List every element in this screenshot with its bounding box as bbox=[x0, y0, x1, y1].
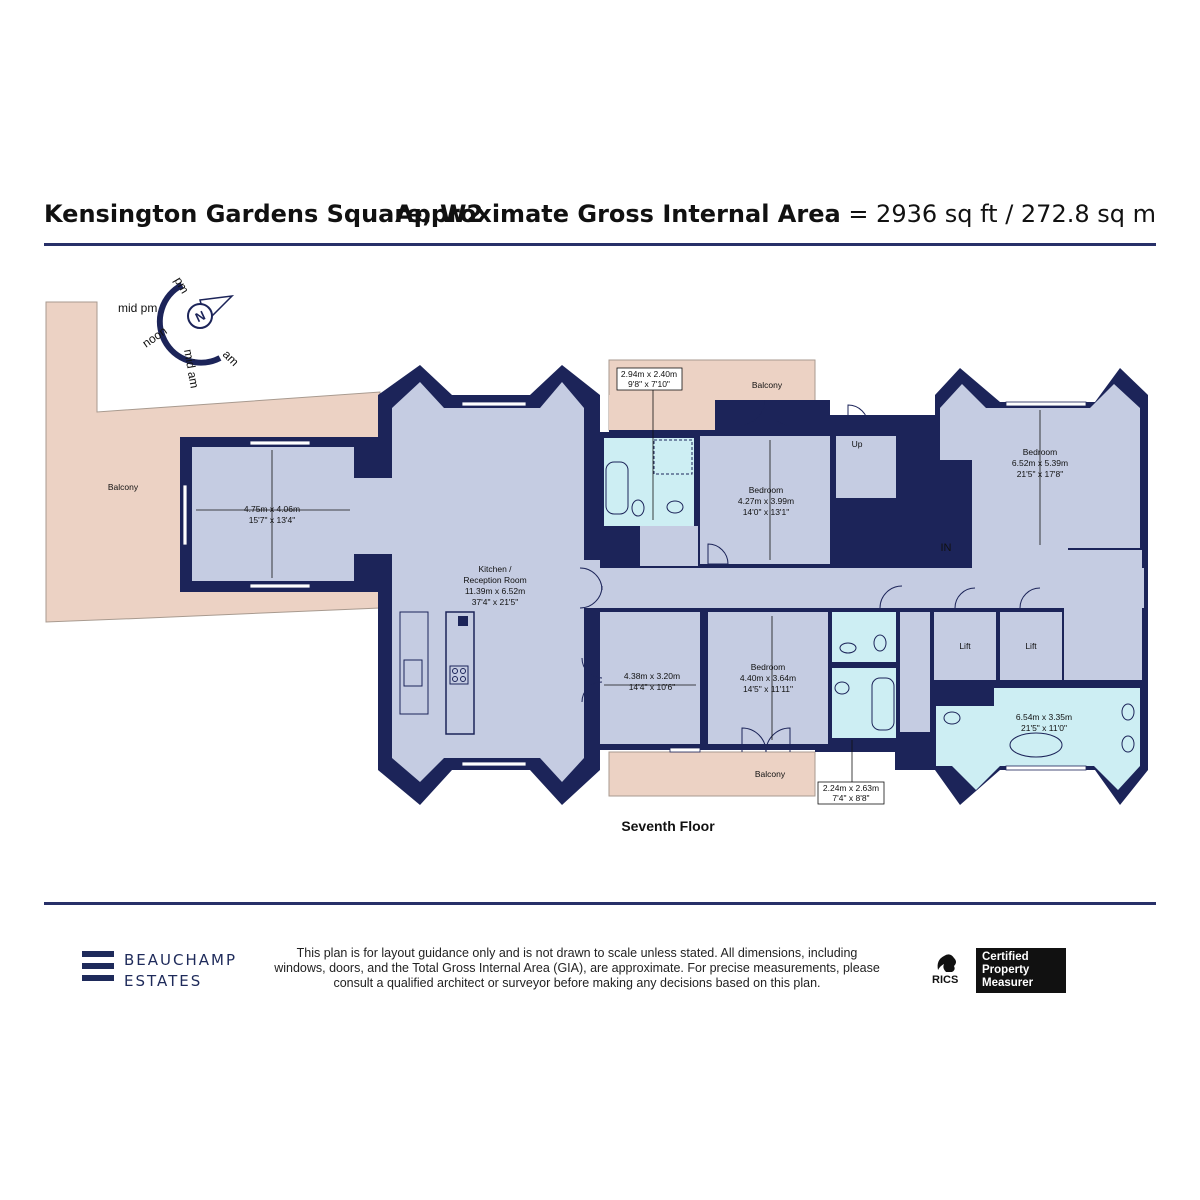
balcony-south bbox=[608, 751, 816, 797]
kitchen-dims-metric: 11.39m x 6.52m bbox=[465, 586, 525, 596]
brand-line-2: ESTATES bbox=[124, 972, 203, 990]
bedroom-master-dims-metric: 6.52m x 5.39m bbox=[1012, 458, 1068, 468]
kitchen-island bbox=[445, 611, 475, 735]
door-swings bbox=[579, 399, 1041, 753]
header-rule bbox=[44, 243, 1156, 246]
area-label: Approximate Gross Internal Area bbox=[395, 200, 841, 228]
hob bbox=[449, 665, 469, 685]
balcony-north-left bbox=[609, 395, 715, 430]
header: Kensington Gardens Square, W2 Approximat… bbox=[44, 200, 1156, 240]
floor-title: Seventh Floor bbox=[621, 818, 715, 834]
gross-internal-area: Approximate Gross Internal Area = 2936 s… bbox=[395, 200, 1156, 228]
compass: N pm mid pm noon mid am am bbox=[118, 275, 242, 390]
bedroom-2-dims-metric: 4.40m x 3.64m bbox=[740, 673, 796, 683]
bath-top-basin bbox=[666, 500, 684, 514]
callout-bath-top: 2.94m x 2.40m 9'8" x 7'10" bbox=[616, 367, 683, 391]
compass-am: am bbox=[220, 347, 242, 369]
certified-measurer-badge: Certified Property Measurer bbox=[976, 948, 1066, 993]
disclaimer: This plan is for layout guidance only an… bbox=[274, 946, 880, 990]
footer-rule bbox=[44, 902, 1156, 905]
bath-small-dims-imperial: 7'4" x 8'8" bbox=[832, 793, 869, 803]
bedroom-1-name: Bedroom bbox=[749, 485, 784, 495]
area-value: = 2936 sq ft / 272.8 sq m bbox=[848, 200, 1156, 228]
rics-text: RICS bbox=[932, 974, 959, 986]
stair-floor bbox=[836, 436, 896, 498]
bedroom-1-floor bbox=[700, 436, 830, 564]
label-balcony-north: Balcony bbox=[752, 380, 783, 390]
room-a-floor bbox=[192, 447, 354, 581]
room-a-link bbox=[352, 478, 392, 554]
dressing-floor bbox=[1064, 550, 1142, 680]
small-bath-basin bbox=[834, 681, 850, 695]
cert-line-3: Measurer bbox=[982, 977, 1034, 989]
cert-line-2: Property bbox=[982, 964, 1030, 976]
rics-logo: RICS bbox=[932, 950, 972, 990]
corridor-floor bbox=[584, 568, 1144, 608]
bath-small-floor bbox=[832, 668, 896, 738]
label-lift-2: Lift bbox=[1025, 641, 1037, 651]
compass-mid-am: mid am bbox=[181, 348, 202, 389]
room-b-dims-metric: 4.38m x 3.20m bbox=[624, 671, 680, 681]
small-bath-tub bbox=[871, 677, 895, 731]
windows bbox=[182, 401, 1087, 771]
bedroom-2-name: Bedroom bbox=[751, 662, 786, 672]
dimension-arrows bbox=[196, 388, 1041, 785]
cert-line-1: Certified bbox=[982, 951, 1029, 963]
master-basin-1 bbox=[1121, 703, 1135, 721]
wardrobe-top bbox=[640, 526, 698, 566]
master-basin-2 bbox=[1121, 735, 1135, 753]
bath-small-dims-metric: 2.24m x 2.63m bbox=[823, 783, 879, 793]
bedroom-1-dims-metric: 4.27m x 3.99m bbox=[738, 496, 794, 506]
callout-bath-small: 2.24m x 2.63m 7'4" x 8'8" bbox=[817, 781, 885, 805]
kitchen-counter bbox=[399, 611, 429, 715]
bath-top-tub bbox=[605, 461, 629, 515]
room-b-dims-imperial: 14'4" x 10'6" bbox=[629, 682, 676, 692]
lift-2-floor bbox=[1000, 612, 1062, 680]
kitchen-floor bbox=[392, 382, 600, 782]
property-address: Kensington Gardens Square, W2 bbox=[44, 200, 484, 228]
bath-top-floor bbox=[604, 438, 694, 526]
rics-lion-icon bbox=[937, 954, 956, 972]
master-bath-tub bbox=[1009, 732, 1063, 758]
hall-east bbox=[972, 536, 1068, 570]
bedroom-master-dims-imperial: 21'5" x 17'8" bbox=[1017, 469, 1064, 479]
label-balcony-west: Balcony bbox=[108, 482, 139, 492]
label-in: IN bbox=[941, 542, 952, 554]
shower-tray bbox=[653, 439, 693, 475]
beauchamp-logo: BEAUCHAMP ESTATES bbox=[82, 951, 282, 991]
logo-bars-icon bbox=[82, 951, 114, 989]
bath-top-dims-metric: 2.94m x 2.40m bbox=[621, 369, 677, 379]
compass-mid-pm: mid pm bbox=[118, 301, 157, 315]
room-b-floor bbox=[600, 612, 700, 744]
master-wc bbox=[943, 711, 961, 725]
wc-toilet bbox=[873, 634, 887, 652]
service-corridor bbox=[900, 612, 930, 732]
bath-master-dims-metric: 6.54m x 3.35m bbox=[1016, 712, 1072, 722]
kitchen-sink bbox=[403, 659, 423, 687]
room-a-dims-metric: 4.75m x 4.06m bbox=[244, 504, 300, 514]
kitchen-name-1: Kitchen / bbox=[478, 564, 512, 574]
label-balcony-south: Balcony bbox=[755, 769, 786, 779]
bath-master-dims-imperial: 21'5" x 11'0" bbox=[1021, 723, 1067, 733]
kitchen-dims-imperial: 37'4" x 21'5" bbox=[472, 597, 519, 607]
bedroom-1-dims-imperial: 14'0" x 13'1" bbox=[743, 507, 790, 517]
island-sink bbox=[458, 616, 468, 626]
label-up: Up bbox=[852, 439, 863, 449]
brand-line-1: BEAUCHAMP bbox=[124, 951, 238, 969]
bedroom-2-floor bbox=[708, 612, 828, 744]
lift-1-floor bbox=[934, 612, 996, 680]
label-lift-1: Lift bbox=[959, 641, 971, 651]
wc-floor bbox=[832, 612, 896, 662]
bedroom-2-dims-imperial: 14'5" x 11'11" bbox=[743, 684, 793, 694]
room-a-dims-imperial: 15'7" x 13'4" bbox=[249, 515, 296, 525]
wc-basin bbox=[839, 642, 857, 654]
kitchen-name-2: Reception Room bbox=[463, 575, 526, 585]
bath-top-wc bbox=[631, 499, 645, 517]
bath-top-dims-imperial: 9'8" x 7'10" bbox=[628, 379, 670, 389]
bath-master-floor bbox=[936, 688, 1140, 790]
bedroom-master-name: Bedroom bbox=[1023, 447, 1058, 457]
